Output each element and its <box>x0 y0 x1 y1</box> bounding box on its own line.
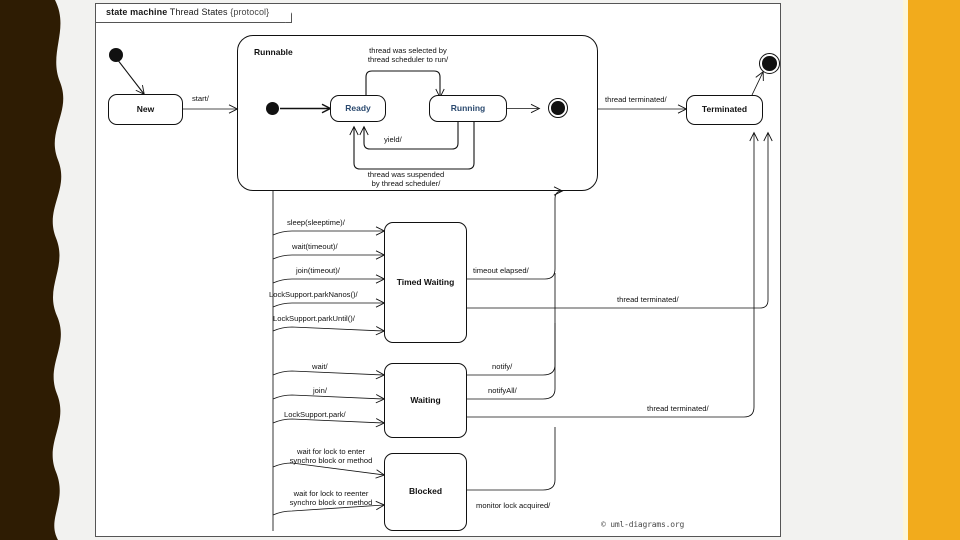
transition-label-sleep: sleep(sleeptime)/ <box>287 218 345 227</box>
frame-name: Thread States <box>169 7 228 17</box>
transition-label-notify: notify/ <box>492 362 513 371</box>
transition-label-yield: yield/ <box>384 135 402 144</box>
state-terminated[interactable]: Terminated <box>686 95 763 125</box>
frame-keyword: state machine <box>106 7 168 17</box>
right-accent-thin-bar <box>903 0 908 540</box>
state-ready[interactable]: Ready <box>330 95 386 122</box>
transition-label-timeout-elapsed: timeout elapsed/ <box>473 266 529 275</box>
transition-label-thread-terminated-runnable: thread terminated/ <box>605 95 667 104</box>
state-running[interactable]: Running <box>429 95 507 122</box>
right-accent-bar <box>908 0 960 540</box>
initial-pseudostate-runnable <box>266 102 279 115</box>
final-state-runnable <box>548 98 568 118</box>
transition-label-parknanos: LockSupport.parkNanos()/ <box>269 290 358 299</box>
initial-pseudostate-top <box>109 48 123 62</box>
transition-label-wait-timeout: wait(timeout)/ <box>292 242 338 251</box>
transition-label-join: join/ <box>313 386 327 395</box>
composite-state-runnable[interactable] <box>237 35 598 191</box>
state-new[interactable]: New <box>108 94 183 125</box>
transition-label-thread-terminated-waiting: thread terminated/ <box>647 404 709 413</box>
composite-state-runnable-label: Runnable <box>254 47 293 57</box>
left-decorative-band <box>0 0 64 540</box>
transition-connectors <box>116 58 773 531</box>
transition-label-start: start/ <box>192 94 209 103</box>
diagram-canvas: Runnable New Ready Running Terminated Ti… <box>96 23 780 536</box>
state-machine-frame: state machine Thread States {protocol} <box>95 3 781 537</box>
transition-label-parkuntil: LockSupport.parkUntil()/ <box>273 314 355 323</box>
transition-label-monitor-acquired: monitor lock acquired/ <box>476 501 551 510</box>
transition-label-park: LockSupport.park/ <box>284 410 346 419</box>
state-timed-waiting[interactable]: Timed Waiting <box>384 222 467 343</box>
watermark-credit: © uml-diagrams.org <box>601 520 685 529</box>
state-waiting[interactable]: Waiting <box>384 363 467 438</box>
transition-label-join-timeout: join(timeout)/ <box>296 266 340 275</box>
frame-property: {protocol} <box>230 7 270 17</box>
transition-label-notifyall: notifyAll/ <box>488 386 517 395</box>
frame-title: state machine Thread States {protocol} <box>106 7 269 17</box>
frame-header-tab <box>96 4 292 23</box>
transition-label-wait: wait/ <box>312 362 328 371</box>
transition-label-thread-terminated-timed: thread terminated/ <box>617 295 679 304</box>
state-blocked[interactable]: Blocked <box>384 453 467 531</box>
final-state-top <box>759 53 780 74</box>
